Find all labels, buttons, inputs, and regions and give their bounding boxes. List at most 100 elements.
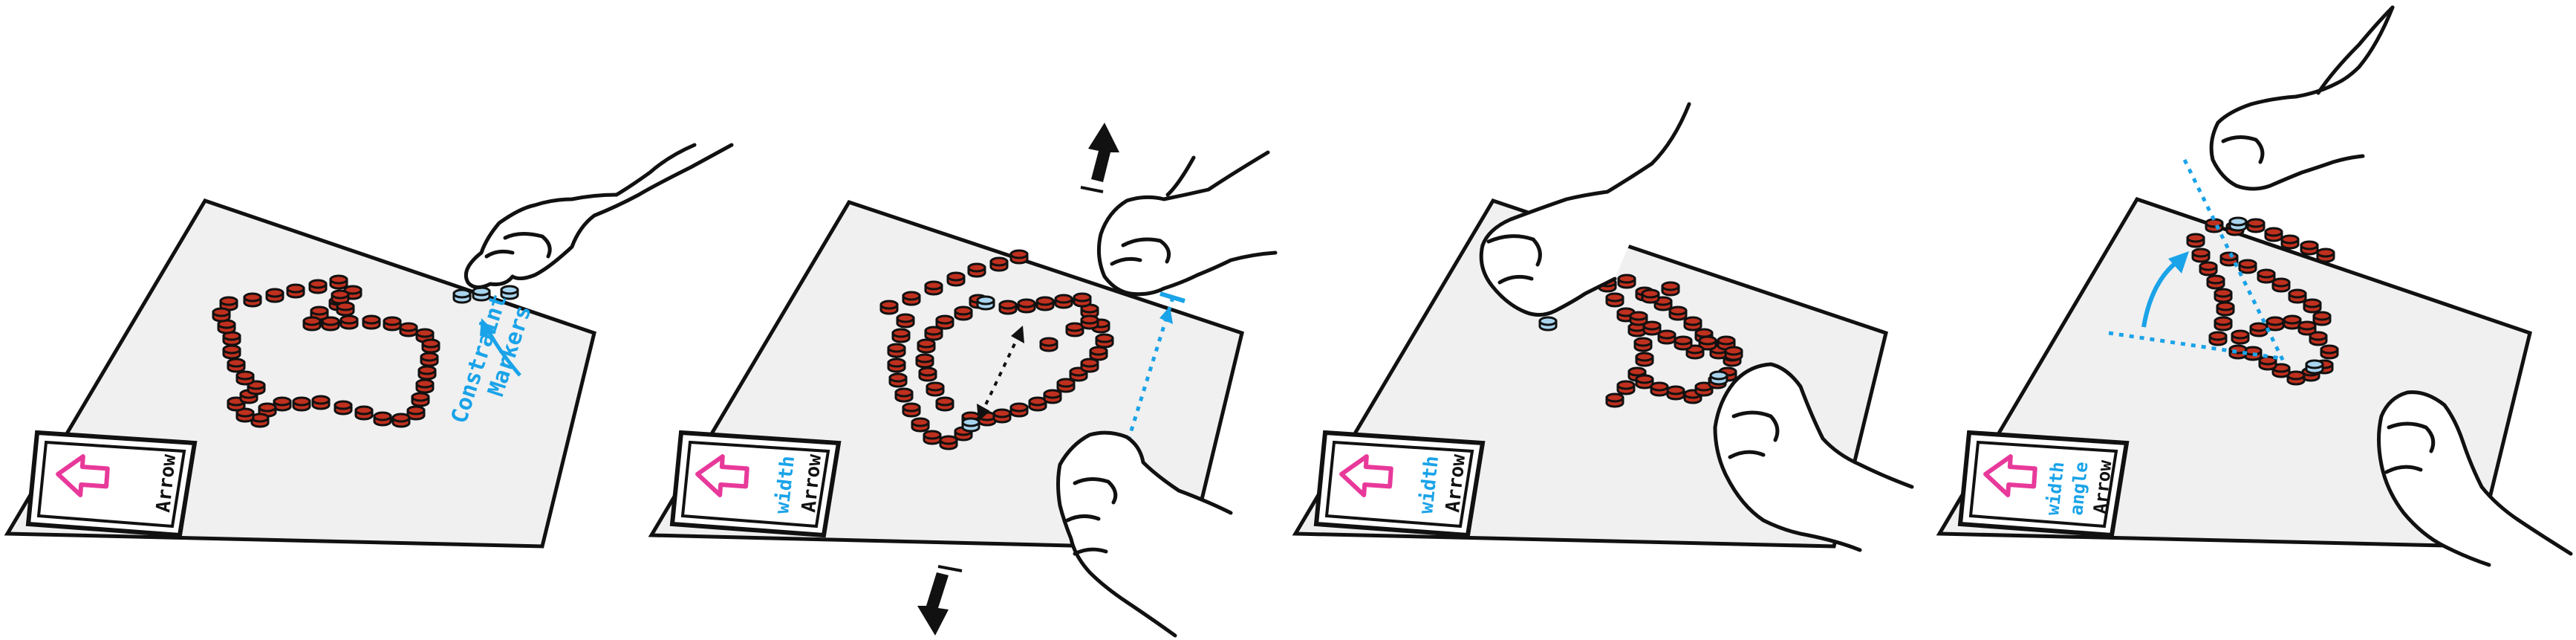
game-token [923, 430, 942, 445]
game-token [967, 262, 986, 278]
hand-icon [2209, 5, 2395, 191]
program-card: width Arrow [1313, 430, 1486, 538]
token-layout [212, 274, 440, 428]
game-token [227, 358, 246, 373]
width-guide-line [980, 334, 1021, 413]
constraint-marker-tokens [1538, 316, 1728, 386]
hollow-arrow-icon [1983, 454, 2037, 497]
game-token [935, 396, 954, 412]
panel-3-drawing: width Arrow [1292, 102, 1914, 552]
pointer-arrow-head [480, 318, 496, 336]
game-token [1605, 292, 1624, 308]
game-token [383, 316, 402, 332]
game-token [222, 344, 241, 360]
game-token [2186, 233, 2205, 248]
game-token [399, 322, 418, 337]
game-token [1666, 385, 1685, 401]
game-token [1617, 274, 1636, 289]
game-token [292, 396, 311, 412]
game-token [2191, 248, 2211, 263]
game-token [420, 352, 439, 367]
game-token [894, 387, 914, 403]
game-token [924, 326, 943, 341]
game-token [2316, 248, 2335, 263]
hollow-arrow-icon [1339, 454, 1393, 497]
angle-arc [2141, 259, 2179, 328]
game-token [331, 289, 350, 305]
game-token [1668, 306, 1688, 321]
game-token [1650, 381, 1669, 397]
game-token [2300, 240, 2319, 256]
game-token [1694, 381, 1714, 397]
game-token [1616, 380, 1636, 395]
game-token [2266, 316, 2285, 332]
game-token [1683, 316, 1702, 332]
constraint-marker-tokens [452, 285, 519, 304]
game-token [902, 291, 921, 306]
game-token [946, 271, 966, 287]
game-token [1605, 392, 1624, 408]
game-token [1073, 292, 1092, 308]
constraint-marker-token [961, 417, 980, 433]
game-token [989, 256, 1009, 272]
game-token [2288, 288, 2307, 304]
constraint-marker-token [2305, 359, 2324, 375]
panel-1-drawing: Constraint Markers Arrow [4, 143, 734, 549]
game-token [212, 307, 231, 323]
hand-icon [1096, 150, 1278, 297]
game-token [2280, 234, 2300, 250]
game-token [2206, 274, 2225, 290]
hollow-arrow-icon [56, 454, 110, 497]
constraint-marker-token [1538, 316, 1558, 332]
game-token [415, 378, 435, 394]
game-token [336, 301, 355, 317]
game-token [339, 314, 359, 330]
game-token [2205, 218, 2224, 233]
game-token [2249, 322, 2268, 337]
game-token [992, 408, 1012, 424]
width-dimension-head-top [1159, 306, 1173, 324]
game-token [1056, 378, 1076, 393]
panel-2-drawing: width Arrow [648, 123, 1278, 638]
game-token [939, 435, 958, 450]
game-token [924, 280, 943, 296]
game-token [2231, 329, 2250, 345]
game-token [308, 279, 328, 294]
game-token [915, 353, 934, 369]
angle-guide-horizontal [2108, 331, 2282, 361]
game-token [1661, 281, 1680, 297]
game-token [879, 300, 899, 315]
hand-icon [2377, 390, 2573, 567]
width-guide-head-bottom [977, 404, 990, 421]
game-token [1633, 337, 1653, 352]
game-token [1642, 320, 1662, 336]
game-token [354, 405, 374, 421]
game-token [911, 417, 930, 433]
game-token [265, 288, 284, 303]
game-token [1009, 402, 1029, 418]
game-token [2320, 344, 2339, 360]
game-token [1043, 389, 1062, 404]
game-token [926, 381, 945, 397]
game-token [1065, 322, 1084, 337]
game-token [247, 380, 266, 395]
panel-3: width Arrow [1288, 0, 1932, 640]
game-token [887, 343, 906, 358]
game-token [1009, 249, 1029, 265]
game-token [239, 389, 258, 404]
game-token [2309, 331, 2328, 346]
game-token [421, 338, 440, 354]
game-token [1017, 298, 1036, 314]
game-token [373, 411, 392, 427]
constraint-marker-tokens [961, 295, 995, 433]
double-headed-arrow-icon [1080, 123, 1119, 193]
game-token [2297, 320, 2317, 336]
game-token [998, 300, 1018, 315]
game-token [302, 316, 322, 332]
game-token [2257, 268, 2276, 284]
game-token [362, 314, 381, 330]
game-token [1641, 288, 1660, 304]
game-token [954, 306, 973, 321]
game-token [1035, 296, 1055, 311]
constraint-marker-token [452, 288, 472, 304]
